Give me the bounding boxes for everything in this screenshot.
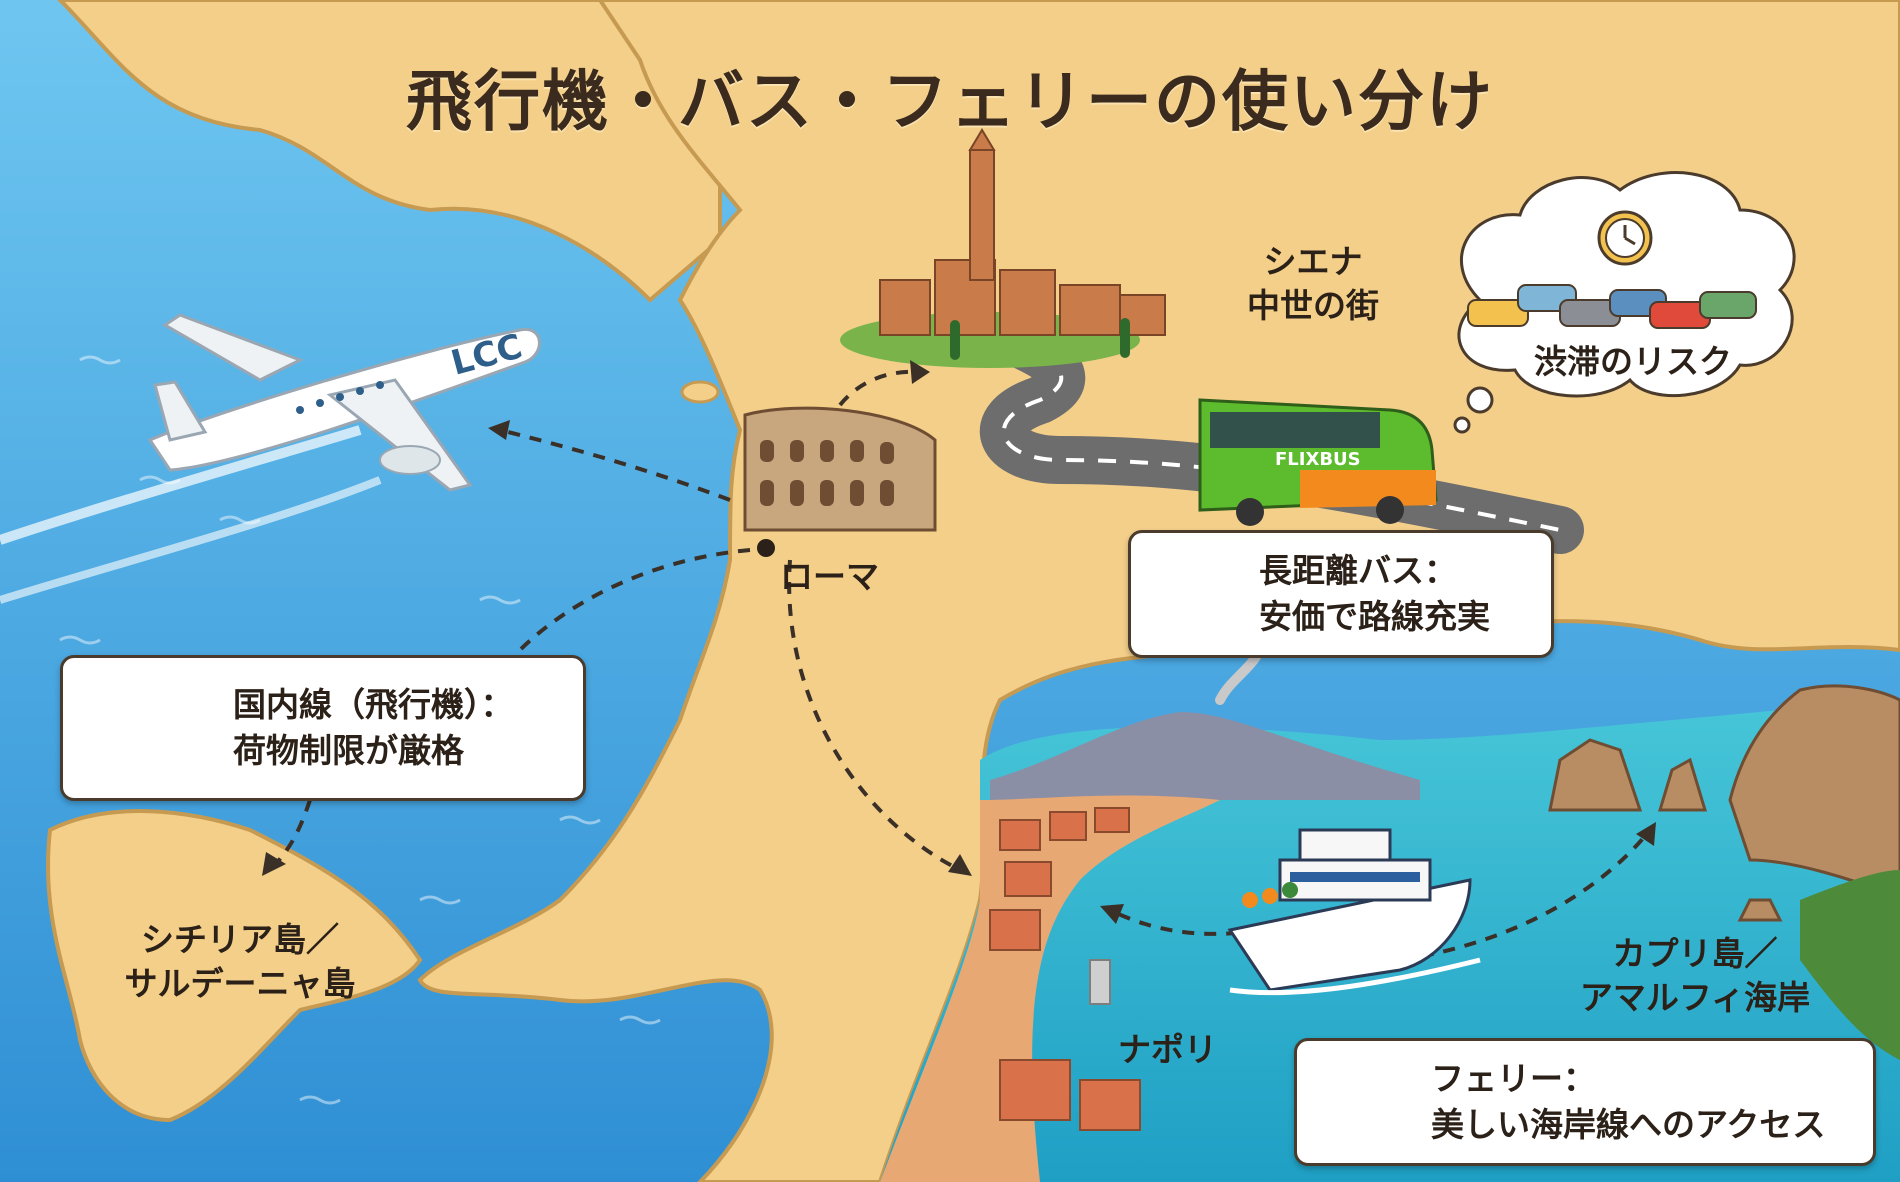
callout-domestic-flight-line2: 荷物制限が厳格 (233, 731, 464, 770)
callout-long-distance-bus: 長距離バス： 安価で路線充実 (1128, 530, 1554, 658)
car-icon (1467, 284, 1757, 329)
label-siena-line2: 中世の街 (1247, 286, 1379, 325)
airplane-icon: LCC (0, 313, 541, 604)
land-north (57, 0, 722, 303)
rome-marker (757, 539, 775, 557)
label-siena-line1: シエナ (1263, 242, 1363, 281)
vesuvius (990, 712, 1420, 800)
callout-domestic-flight: 国内線（飛行機）： 荷物制限が厳格 (60, 655, 586, 801)
land-islands (45, 809, 423, 1123)
label-capri-line2: アマルフィ海岸 (1579, 978, 1811, 1017)
clock-icon (1597, 210, 1653, 266)
colosseum-icon (743, 406, 937, 532)
callout-bus-line1: 長距離バス： (1259, 551, 1457, 590)
traffic-risk-label: 渋滞のリスク (1534, 342, 1732, 381)
label-siena: シエナ 中世の街 (1228, 240, 1398, 328)
label-islands: シチリア島／ サルデーニャ島 (120, 918, 360, 1006)
callout-domestic-flight-line1: 国内線（飛行機）： (233, 685, 514, 724)
label-naples: ナポリ (1118, 1030, 1217, 1069)
ferry-icon (1227, 828, 1481, 996)
traffic-cloud (1453, 171, 1796, 434)
label-capri: カプリ島／ アマルフィ海岸 (1560, 932, 1830, 1020)
callout-ferry-line2: 美しい海岸線へのアクセス (1431, 1105, 1826, 1144)
label-islands-line1: シチリア島／ (141, 920, 339, 959)
naples-city (880, 795, 1220, 1182)
bus-icon: FLIXBUS (1198, 398, 1438, 526)
label-rome: ローマ (780, 557, 879, 596)
siena-town-icon (840, 128, 1166, 368)
bus-livery: FLIXBUS (1275, 449, 1361, 470)
page-title: 飛行機・バス・フェリーの使い分け (406, 63, 1494, 140)
callout-ferry: フェリー： 美しい海岸線へのアクセス (1294, 1038, 1876, 1166)
label-islands-line2: サルデーニャ島 (124, 964, 356, 1003)
label-capri-line1: カプリ島／ (1612, 934, 1778, 973)
callout-ferry-line1: フェリー： (1431, 1059, 1596, 1098)
callout-bus-line2: 安価で路線充実 (1259, 597, 1490, 636)
